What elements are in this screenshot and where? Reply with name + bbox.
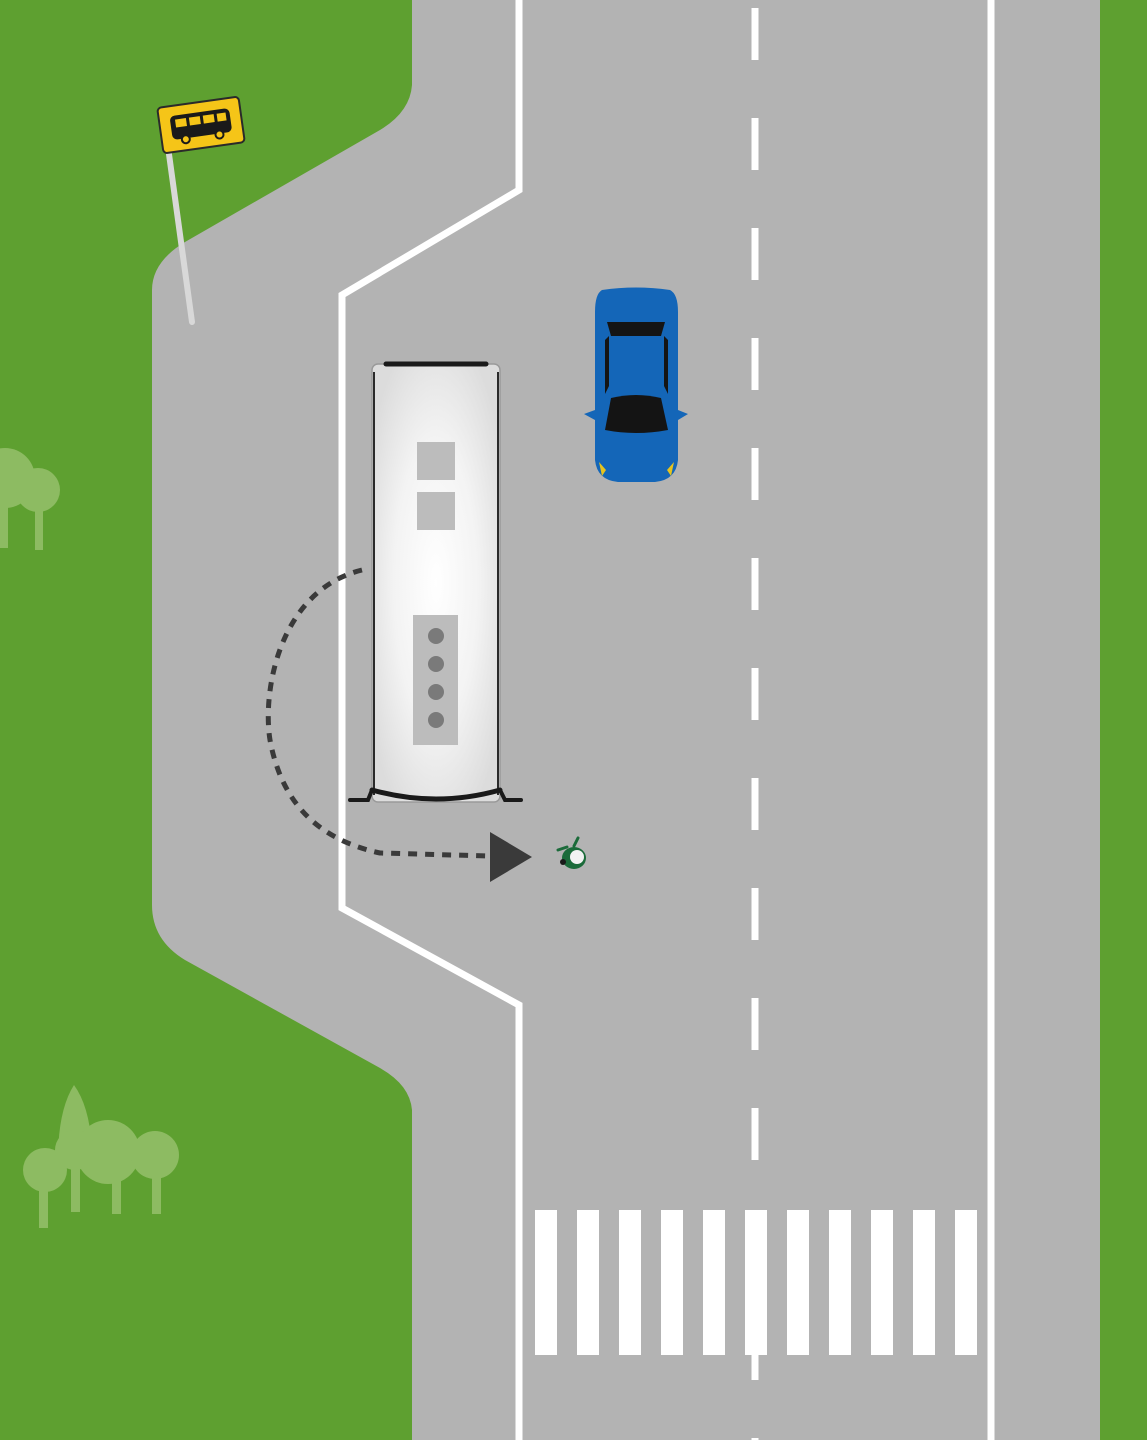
roof-hatch [417,492,455,530]
bus [350,364,521,802]
car [584,288,688,483]
roof-hatch [417,442,455,480]
